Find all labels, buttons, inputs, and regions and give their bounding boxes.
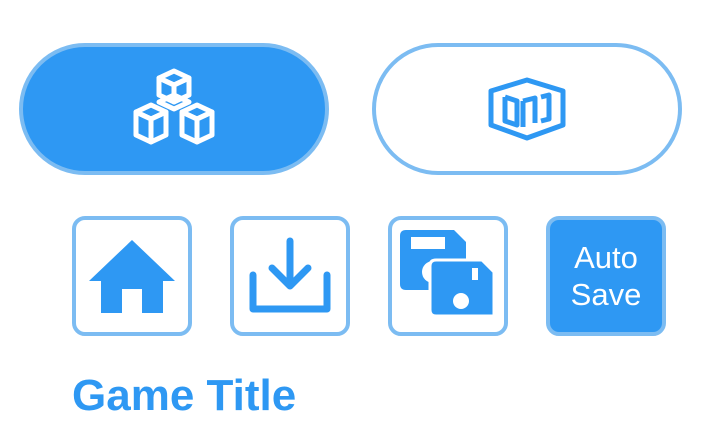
game-title: Game Title — [72, 371, 297, 420]
save-button[interactable] — [388, 216, 508, 336]
home-icon — [89, 240, 175, 313]
cubes-stack-icon — [133, 68, 215, 145]
autosave-toggle[interactable]: Auto Save — [546, 216, 666, 336]
download-button[interactable] — [230, 216, 350, 336]
mode-cubes-button[interactable] — [19, 43, 329, 175]
autosave-label-line1: Auto — [574, 240, 638, 275]
save-disks-icon — [400, 230, 496, 318]
home-button[interactable] — [72, 216, 192, 336]
room-cube-icon — [488, 77, 566, 141]
mode-room-button[interactable] — [372, 43, 682, 175]
download-icon — [249, 237, 331, 313]
autosave-label-line2: Save — [570, 277, 642, 312]
